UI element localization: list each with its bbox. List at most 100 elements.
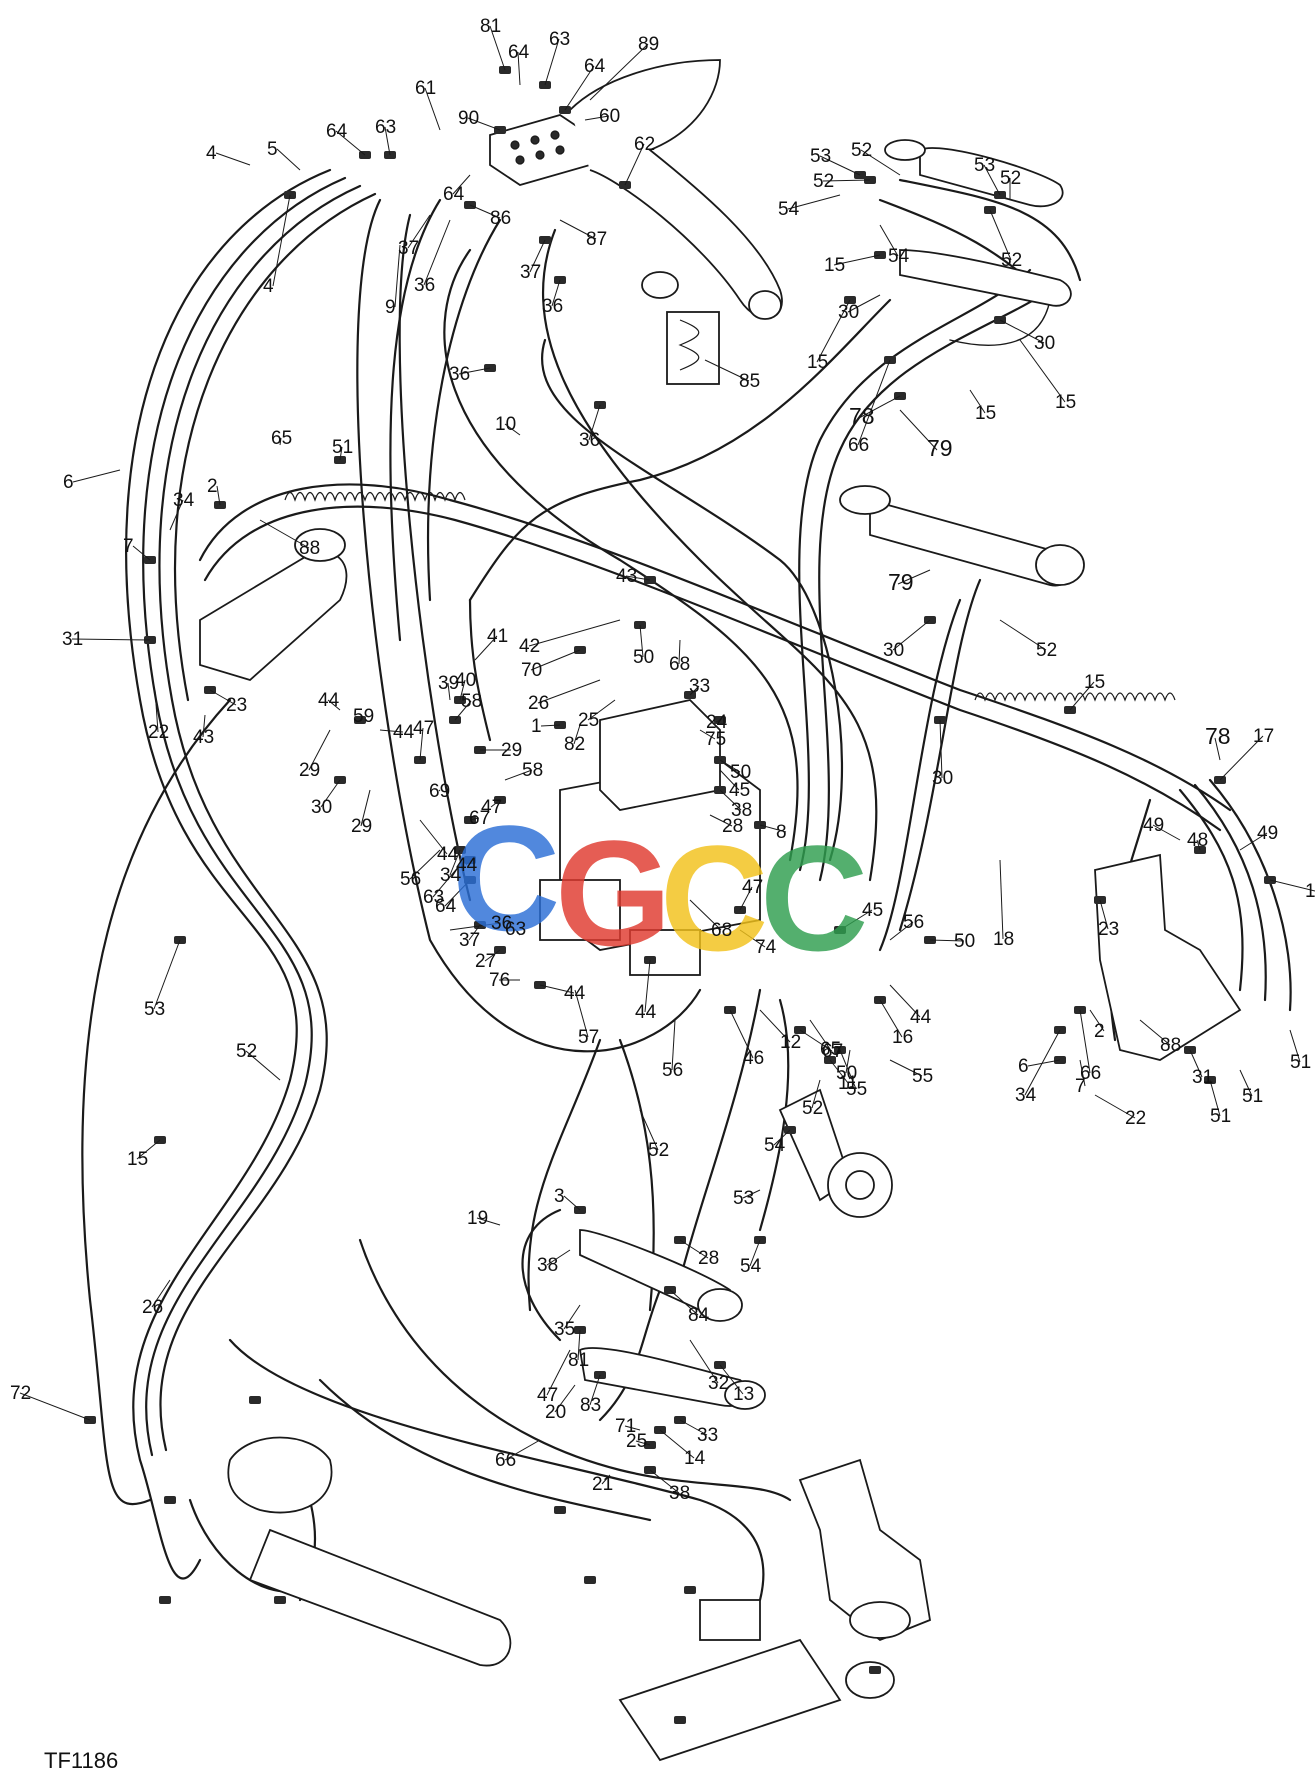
leader-line bbox=[679, 1239, 709, 1259]
callout-59: 59 bbox=[353, 706, 374, 727]
callout-79: 79 bbox=[927, 435, 953, 461]
callout-7: 7 bbox=[1075, 1076, 1086, 1097]
leader-line bbox=[819, 155, 861, 176]
leader-line bbox=[409, 849, 441, 880]
leader-lines bbox=[19, 25, 1315, 1494]
leader-line bbox=[467, 117, 501, 131]
callout-54: 54 bbox=[778, 199, 800, 220]
leader-line bbox=[625, 575, 651, 581]
leader-line bbox=[739, 929, 766, 948]
callout-44: 44 bbox=[437, 844, 459, 865]
callout-29: 29 bbox=[299, 760, 320, 781]
callout-67: 67 bbox=[469, 808, 490, 829]
callout-90: 90 bbox=[458, 108, 479, 129]
callout-52: 52 bbox=[851, 140, 872, 161]
leader-line bbox=[671, 1019, 676, 1071]
leader-line bbox=[458, 367, 491, 375]
leader-line bbox=[438, 789, 441, 792]
leader-line bbox=[989, 209, 1012, 261]
leader-line bbox=[678, 639, 681, 665]
leader-line bbox=[444, 879, 471, 907]
callout-31: 31 bbox=[62, 629, 83, 650]
leader-line bbox=[424, 87, 441, 131]
callout-19: 19 bbox=[467, 1208, 488, 1229]
callout-29: 29 bbox=[501, 740, 522, 761]
callout-53: 53 bbox=[974, 155, 995, 176]
callout-20: 20 bbox=[545, 1402, 566, 1423]
callout-52: 52 bbox=[813, 171, 834, 192]
callout-1: 1 bbox=[531, 716, 542, 737]
leader-line bbox=[969, 389, 986, 414]
callout-85: 85 bbox=[739, 371, 760, 392]
callout-26: 26 bbox=[528, 693, 549, 714]
leader-line bbox=[679, 1419, 708, 1436]
callout-37: 37 bbox=[459, 930, 480, 951]
leader-line bbox=[1219, 735, 1264, 781]
leader-line bbox=[584, 115, 610, 121]
callout-64: 64 bbox=[443, 184, 465, 205]
callout-50: 50 bbox=[633, 647, 654, 668]
callout-66: 66 bbox=[848, 435, 869, 456]
leader-line bbox=[644, 959, 651, 1013]
callout-36: 36 bbox=[414, 275, 435, 296]
leader-line bbox=[539, 984, 575, 994]
leader-line bbox=[983, 164, 1001, 196]
leader-line bbox=[559, 219, 597, 240]
callout-15: 15 bbox=[1055, 392, 1076, 413]
callout-28: 28 bbox=[722, 816, 743, 837]
callout-37: 37 bbox=[398, 238, 419, 259]
callout-44: 44 bbox=[910, 1007, 932, 1028]
callout-55: 55 bbox=[912, 1066, 933, 1087]
leader-line bbox=[719, 759, 741, 773]
leader-line bbox=[742, 1189, 761, 1199]
leader-line bbox=[689, 1339, 719, 1384]
leader-line bbox=[589, 43, 649, 101]
callout-29: 29 bbox=[351, 816, 372, 837]
callout-63: 63 bbox=[375, 117, 396, 138]
leader-line bbox=[153, 939, 181, 1010]
leader-line bbox=[419, 819, 448, 855]
callout-26: 26 bbox=[142, 1297, 163, 1318]
callout-88: 88 bbox=[1160, 1035, 1181, 1056]
hose-fitting bbox=[554, 1506, 566, 1514]
callout-22: 22 bbox=[148, 722, 169, 743]
leader-line bbox=[1239, 1069, 1253, 1097]
swing-motor bbox=[227, 1436, 333, 1514]
callout-49: 49 bbox=[1143, 815, 1164, 836]
leader-line bbox=[449, 849, 461, 876]
leader-line bbox=[71, 638, 151, 641]
leader-line bbox=[719, 1364, 744, 1395]
callout-54: 54 bbox=[764, 1135, 786, 1156]
leader-line bbox=[563, 1304, 581, 1330]
callout-33: 33 bbox=[697, 1425, 718, 1446]
leader-line bbox=[423, 219, 451, 286]
callout-63: 63 bbox=[549, 29, 570, 50]
leader-line bbox=[490, 799, 501, 808]
callout-7: 7 bbox=[123, 536, 134, 557]
callout-30: 30 bbox=[311, 797, 332, 818]
callout-65: 65 bbox=[271, 428, 292, 449]
callout-84: 84 bbox=[688, 1305, 710, 1326]
callout-52: 52 bbox=[648, 1140, 669, 1161]
callout-81: 81 bbox=[568, 1350, 589, 1371]
leader-line bbox=[419, 727, 424, 761]
leader-line bbox=[276, 148, 301, 171]
callout-42: 42 bbox=[519, 636, 540, 657]
leader-line bbox=[1024, 1029, 1061, 1096]
leader-line bbox=[889, 921, 914, 941]
callout-66: 66 bbox=[495, 1450, 516, 1471]
callout-68: 68 bbox=[669, 654, 690, 675]
callout-28: 28 bbox=[698, 1248, 719, 1269]
callout-38: 38 bbox=[537, 1255, 558, 1276]
callout-47: 47 bbox=[413, 718, 434, 739]
leader-line bbox=[1239, 832, 1268, 851]
callout-27: 27 bbox=[475, 951, 496, 972]
callout-44: 44 bbox=[318, 690, 340, 711]
leader-line bbox=[514, 928, 521, 936]
leader-line bbox=[939, 719, 943, 779]
callout-2: 2 bbox=[207, 476, 218, 497]
callout-34: 34 bbox=[440, 865, 462, 886]
callout-24: 24 bbox=[706, 712, 728, 733]
leader-line bbox=[879, 224, 899, 257]
